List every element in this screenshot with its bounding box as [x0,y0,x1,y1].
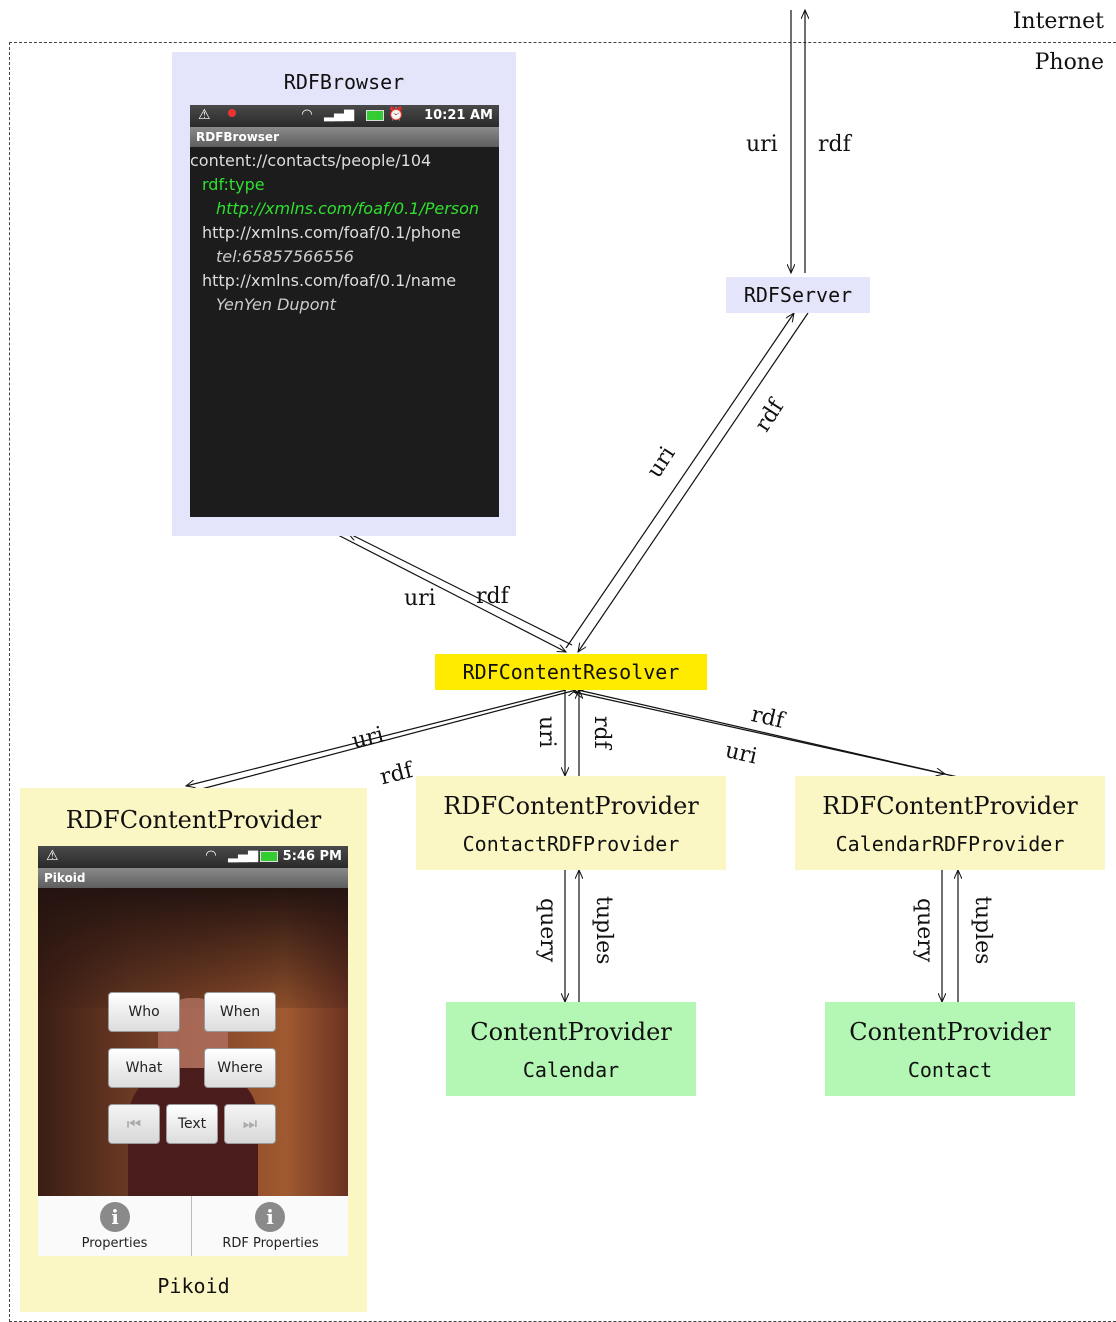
what-button[interactable]: What [108,1048,180,1088]
rdf-predicate-type[interactable]: rdf:type [202,175,265,194]
rdf-object-phone[interactable]: tel:65857566556 [216,247,354,266]
arrow-browser-to-resolver [337,534,566,652]
status-bar: ⚠ ◠ ▂▄▆ 5:46 PM [38,846,348,868]
phone-zone-label: Phone [1034,50,1104,75]
calendar-rdf-provider-node: RDFContentProvider CalendarRDFProvider [795,776,1105,870]
pikoid-screen: ⚠ ◠ ▂▄▆ 5:46 PM Pikoid Who When What Whe… [38,846,348,1256]
tab-properties[interactable]: i Properties [38,1196,192,1256]
edge-label-left-tuples: tuples [591,896,616,965]
edge-label-browser-rdf: rdf [476,584,509,609]
previous-icon[interactable]: ⏮ [108,1104,160,1144]
battery-icon [366,110,384,121]
status-time: 10:21 AM [424,108,493,123]
edge-label-internet-uri: uri [746,132,778,157]
calendar-cp-title: ContentProvider [470,1018,672,1046]
app-title-bar: Pikoid [38,868,348,888]
internet-zone-label: Internet [1012,9,1104,34]
tab-properties-label: Properties [81,1236,148,1251]
who-button[interactable]: Who [108,992,180,1032]
edge-label-left-query: query [535,898,560,963]
contact-rdf-provider-node: RDFContentProvider ContactRDFProvider [416,776,726,870]
rdf-browser-title: RDFBrowser [283,70,405,94]
edge-label-contact-rdf: rdf [589,716,614,749]
when-button[interactable]: When [204,992,276,1032]
bottom-tab-bar: i Properties i RDF Properties [38,1196,348,1256]
calendar-content-provider-node: ContentProvider Calendar [446,1002,696,1096]
arrow-resolver-to-browser [348,533,573,646]
wifi-icon: ◠ [206,848,216,863]
edge-label-right-query: query [912,898,937,963]
rdf-browser-screen: ⚠ ◠ ▂▄▆ ⏰ 10:21 AM RDFBrowser content://… [190,105,499,517]
pikoid-provider-title: RDFContentProvider [65,806,322,834]
signal-icon: ▂▄▆ [228,848,258,863]
arrow-resolver-to-pikoid [186,689,567,786]
rdf-browser-node: RDFBrowser ⚠ ◠ ▂▄▆ ⏰ 10:21 AM RDFBrowser… [172,52,516,536]
status-bar: ⚠ ◠ ▂▄▆ ⏰ 10:21 AM [190,105,499,127]
calendar-rdf-provider-subtitle: CalendarRDFProvider [835,832,1065,856]
tab-rdf-properties-label: RDF Properties [222,1236,319,1251]
photo-image [38,888,348,1196]
rdf-server-node: RDFServer [726,277,870,313]
warning-icon: ⚠ [46,848,59,864]
rdf-content-resolver-node: RDFContentResolver [435,654,707,690]
calendar-cp-subtitle: Calendar [522,1058,620,1082]
contact-rdf-provider-title: RDFContentProvider [443,792,699,820]
rdf-subject[interactable]: content://contacts/people/104 [190,151,432,170]
edge-label-contact-uri: uri [534,716,559,748]
arrow-pikoid-to-resolver [189,690,576,793]
contact-cp-title: ContentProvider [849,1018,1051,1046]
alarm-icon: ⏰ [388,107,405,122]
edge-label-browser-uri: uri [404,586,436,611]
rdf-object-type[interactable]: http://xmlns.com/foaf/0.1/Person [216,199,480,218]
rdf-predicate-name[interactable]: http://xmlns.com/foaf/0.1/name [202,271,457,290]
info-icon: i [255,1202,285,1232]
tab-rdf-properties[interactable]: i RDF Properties [193,1196,348,1256]
arrow-resolver-to-server [565,313,794,649]
app-title-bar: RDFBrowser [190,127,499,147]
calendar-rdf-provider-title: RDFContentProvider [822,792,1078,820]
rdf-object-name[interactable]: YenYen Dupont [216,295,336,314]
arrow-server-to-resolver [578,312,809,652]
edge-label-internet-rdf: rdf [818,132,851,157]
pikoid-caption: Pikoid [157,1274,230,1298]
battery-icon [260,851,278,862]
pikoid-provider-node: RDFContentProvider ⚠ ◠ ▂▄▆ 5:46 PM Pikoi… [20,788,367,1312]
text-button[interactable]: Text [166,1104,218,1144]
contact-cp-subtitle: Contact [907,1058,993,1082]
signal-icon: ▂▄▆ [324,107,354,122]
arrow-calendar-to-resolver [574,692,959,778]
where-button[interactable]: Where [204,1048,276,1088]
warning-icon: ⚠ [198,107,211,123]
rdf-predicate-phone[interactable]: http://xmlns.com/foaf/0.1/phone [202,223,461,242]
wifi-icon: ◠ [302,107,312,122]
contact-rdf-provider-subtitle: ContactRDFProvider [462,832,680,856]
status-time: 5:46 PM [282,849,342,864]
contact-content-provider-node: ContentProvider Contact [825,1002,1075,1096]
record-dot-icon [228,109,236,117]
next-icon[interactable]: ⏭ [224,1104,276,1144]
info-icon: i [100,1202,130,1232]
edge-label-right-tuples: tuples [970,896,995,965]
